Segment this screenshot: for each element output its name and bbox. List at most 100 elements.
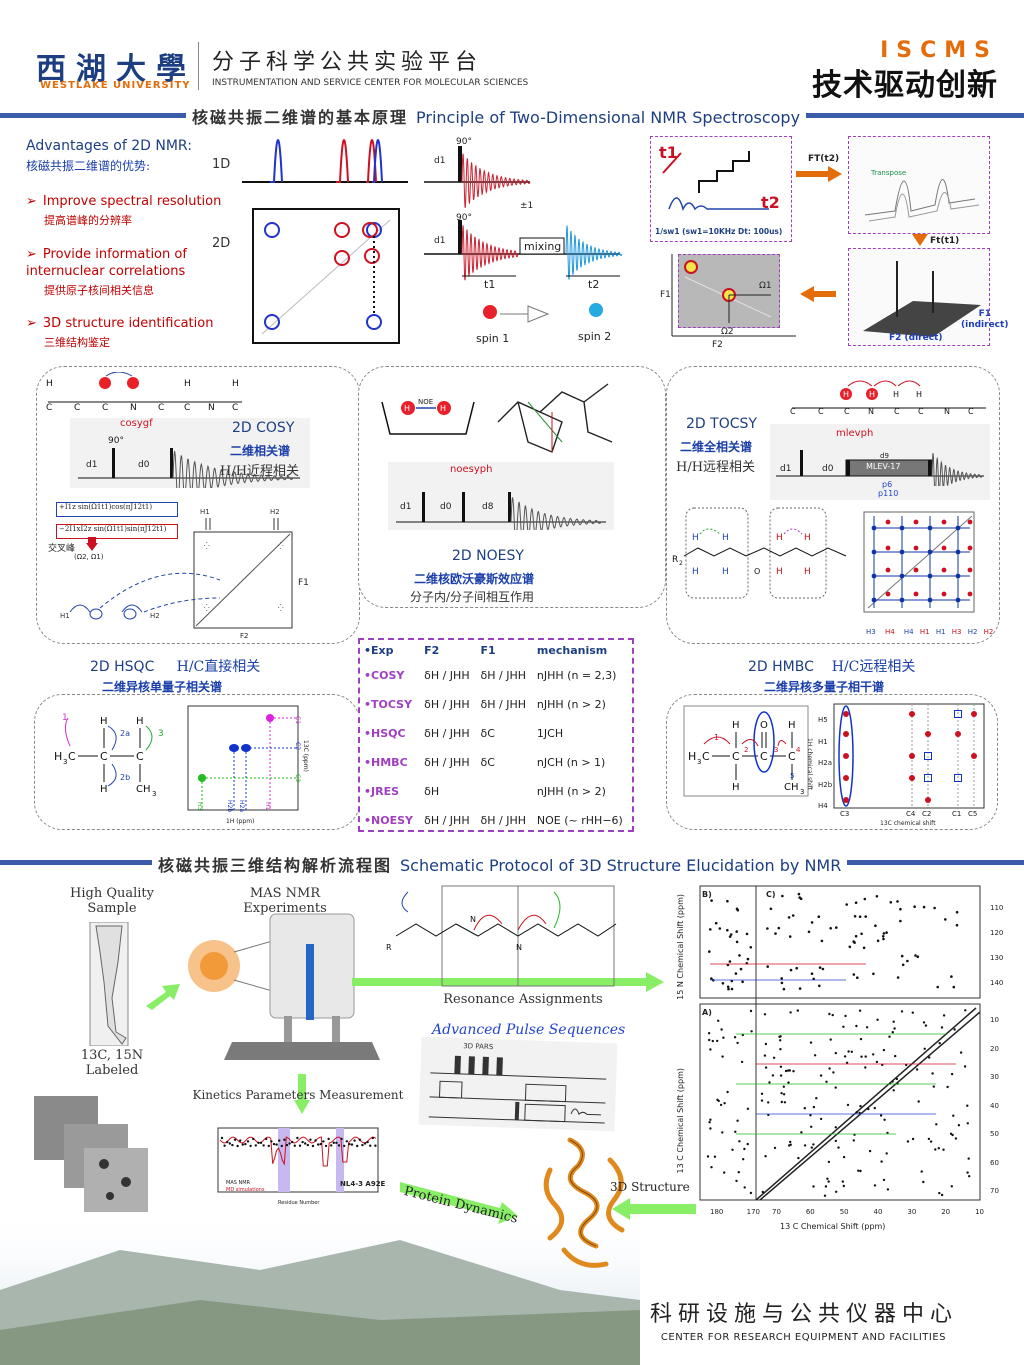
protein-structure bbox=[543, 1137, 625, 1268]
hsqc-x-axis: 1H (ppm) bbox=[226, 818, 255, 825]
pulse-90-b: 90° bbox=[456, 213, 472, 223]
y-tick: 10 bbox=[990, 1016, 999, 1024]
ft-t1-label: Ft(t1) bbox=[930, 236, 960, 246]
svg-text:H: H bbox=[692, 567, 699, 577]
legend-mas: MAS NMR bbox=[226, 1180, 251, 1186]
svg-text:H: H bbox=[722, 533, 729, 543]
resonance-backbone-diagram: R NN bbox=[386, 885, 617, 987]
westlake-logo-en: WESTLAKE UNIVERSITY bbox=[40, 80, 191, 91]
y-tick: 110 bbox=[990, 904, 1004, 912]
svg-text:4: 4 bbox=[796, 746, 801, 754]
hmbc-c4: C4 bbox=[906, 810, 916, 818]
axis-f1: F1 bbox=[660, 290, 671, 300]
cosy-formula-2: −2I1xI2z sin(Ω1t1)sin(πJ12t1) bbox=[56, 524, 178, 539]
svg-text:3: 3 bbox=[158, 729, 164, 739]
table-header: mechanism bbox=[536, 644, 608, 657]
svg-text:C: C bbox=[790, 407, 796, 416]
ft-t2-label: FT(t2) bbox=[808, 154, 840, 164]
hsqc-h2b: H2b bbox=[226, 800, 233, 813]
svg-text:C: C bbox=[732, 750, 740, 763]
svg-text:H: H bbox=[688, 750, 696, 763]
hmbc-x-axis: 13C chemical shift bbox=[880, 820, 936, 827]
labeled-label: 13C, 15N Labeled bbox=[80, 1048, 144, 1078]
spectrum-1d bbox=[242, 138, 408, 183]
x-tick: 40 bbox=[873, 1208, 883, 1216]
slogan: 技术驱动创新 bbox=[812, 68, 998, 103]
hsqc-c1: C1 bbox=[294, 716, 301, 725]
svg-text:C: C bbox=[100, 750, 108, 763]
svg-text:C: C bbox=[102, 403, 108, 413]
svg-text:5: 5 bbox=[790, 772, 794, 780]
svg-text:H: H bbox=[788, 720, 796, 731]
svg-text:H: H bbox=[440, 404, 446, 413]
arrow-dynamics bbox=[400, 1182, 518, 1224]
advantages-title: Advantages of 2D NMR: bbox=[26, 138, 192, 154]
svg-text:⁛: ⁛ bbox=[204, 604, 210, 612]
svg-text:O: O bbox=[754, 567, 760, 576]
table-header: •Exp bbox=[364, 644, 394, 657]
hmbc-h-label: H2b bbox=[818, 780, 833, 789]
y-tick: 70 bbox=[990, 1187, 999, 1195]
x-tick: 10 bbox=[975, 1208, 984, 1216]
tocsy-axis-label: H4 bbox=[903, 628, 914, 636]
hsqc-y-axis: 13C (ppm) bbox=[302, 740, 309, 772]
spectrum-y-axis-15n: 15 N Chemical Shift (ppm) bbox=[676, 894, 685, 1000]
mas-label: MAS NMR Experiments bbox=[243, 886, 327, 916]
svg-text:H: H bbox=[100, 784, 108, 795]
svg-text:H: H bbox=[232, 379, 239, 389]
svg-text:CH: CH bbox=[136, 784, 151, 795]
svg-text:2b: 2b bbox=[120, 773, 130, 782]
spectrum-y-axis-13c: 13 C Chemical Shift (ppm) bbox=[676, 1068, 685, 1174]
spin1-label: spin 1 bbox=[476, 332, 510, 345]
svg-text:O: O bbox=[760, 720, 768, 731]
spectrum-x-axis: 13 C Chemical Shift (ppm) bbox=[780, 1222, 886, 1231]
y-tick: 140 bbox=[990, 979, 1004, 987]
svg-text:H: H bbox=[46, 379, 53, 389]
svg-text:N: N bbox=[208, 403, 215, 413]
hmbc-h-label: H4 bbox=[818, 802, 828, 810]
cosy-cn2: H/H近程相关 bbox=[220, 464, 300, 479]
svg-text:H: H bbox=[776, 567, 783, 577]
spectrum-y-ticks-bottom: 10 20 30 40 50 60 70 bbox=[990, 1006, 999, 1206]
tocsy-axis-label: H4 bbox=[884, 628, 895, 636]
svg-text:H: H bbox=[916, 390, 922, 399]
kinetics-plot bbox=[217, 1127, 379, 1193]
svg-text:3: 3 bbox=[63, 758, 67, 766]
assignment-spectrum: B) C) A) bbox=[696, 884, 984, 1208]
advantages-title-cn: 核磁共振二维谱的优势: bbox=[26, 159, 151, 173]
svg-text:R: R bbox=[386, 943, 392, 952]
svg-text:3: 3 bbox=[697, 758, 701, 766]
noesy-title: 2D NOESY bbox=[452, 548, 524, 564]
ft-back-arrow bbox=[800, 286, 836, 302]
x-tick: 50 bbox=[839, 1208, 849, 1216]
noesy-3d-structure bbox=[497, 383, 613, 453]
tocsy-axis-label: H3 bbox=[951, 628, 962, 636]
svg-text:C: C bbox=[894, 407, 900, 416]
svg-text:3: 3 bbox=[774, 746, 778, 754]
cosy-cn1: 二维相关谱 bbox=[230, 444, 291, 458]
pulse-t2: t2 bbox=[588, 278, 600, 291]
svg-text:2a: 2a bbox=[120, 729, 130, 738]
kinetics-x-axis: Residue Number bbox=[278, 1200, 320, 1206]
hmbc-h-labels: H5 H1 H2a H2b H4 bbox=[818, 710, 832, 818]
footer-cn: 科研设施与公共仪器中心 bbox=[649, 1302, 958, 1327]
platform-title-cn: 分子科学公共实验平台 bbox=[212, 50, 483, 75]
svg-text:H: H bbox=[100, 716, 108, 727]
svg-text:C: C bbox=[136, 750, 144, 763]
svg-text:C: C bbox=[68, 750, 76, 763]
y-tick: 30 bbox=[990, 1073, 999, 1081]
tocsy-cn2: H/H远程相关 bbox=[676, 460, 756, 475]
mas-nmr-magnet bbox=[188, 913, 380, 1060]
svg-text:C: C bbox=[232, 403, 238, 413]
advantage-item-3-cn: 三维结构鉴定 bbox=[44, 336, 110, 349]
table-header: F1 bbox=[480, 644, 496, 657]
spectrum-y-ticks-top: 110 120 130 140 bbox=[990, 896, 1003, 996]
westlake-logo-cn: 西湖大學 bbox=[36, 52, 196, 87]
svg-text:H: H bbox=[732, 720, 740, 731]
svg-text:H: H bbox=[893, 390, 899, 399]
